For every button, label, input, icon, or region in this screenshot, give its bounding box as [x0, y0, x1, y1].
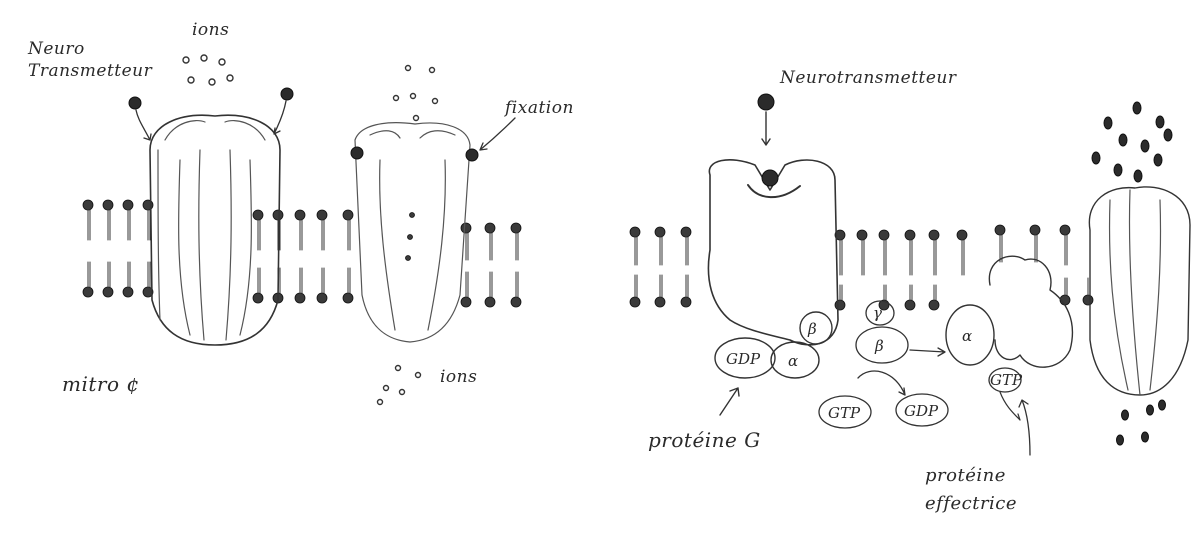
phospholipids-left-right — [461, 223, 521, 307]
figure-caption: mitro ¢ — [62, 372, 140, 396]
left-neurotransmitter-label: Neuro Transmetteur — [28, 38, 152, 82]
effector-protein-label: protéine effectrice — [925, 462, 1017, 518]
gdp-free-label: GDP — [904, 402, 939, 420]
right-ion-channel — [1089, 187, 1190, 395]
right-neurotransmitter-label: Neurotransmetteur — [780, 68, 957, 88]
beta-subunit-label: β — [807, 320, 817, 338]
phospholipids-right-b — [835, 225, 1093, 310]
phospholipids-left-middle — [253, 210, 353, 303]
alpha-subunit-label: α — [788, 352, 798, 370]
gtp-bound-label: GTP — [990, 371, 1023, 389]
ions-top-open — [394, 66, 438, 121]
gdp-subunit-label: GDP — [726, 350, 761, 368]
neurotransmitter-left-a — [129, 97, 151, 140]
gtp-free-label: GTP — [828, 404, 861, 422]
ions-bottom-label: ions — [440, 367, 477, 387]
g-protein: GDP α β — [715, 312, 832, 415]
ions-top-right — [1092, 102, 1172, 182]
protein-g-label: protéine G — [648, 428, 761, 452]
ions-bottom-open — [378, 366, 421, 405]
phospholipids-left-outer — [83, 200, 153, 297]
ions-top-left — [183, 55, 233, 85]
alpha-effector-label: α — [962, 327, 972, 345]
neurotransmitter-right — [758, 94, 774, 145]
neurotransmitter-left-b — [274, 88, 293, 134]
ions-bottom-right — [1117, 400, 1166, 445]
phospholipids-right-a — [630, 227, 691, 307]
metabotropic-receptor — [708, 160, 838, 345]
effector-protein: α GTP — [946, 256, 1072, 455]
left-membrane — [83, 200, 521, 307]
right-membrane — [630, 225, 1093, 310]
gamma-subunit-label: γ — [873, 304, 882, 322]
fixation-label: fixation — [505, 98, 574, 118]
beta-free-label: β — [874, 337, 884, 355]
ions-top-label: ions — [192, 20, 229, 40]
